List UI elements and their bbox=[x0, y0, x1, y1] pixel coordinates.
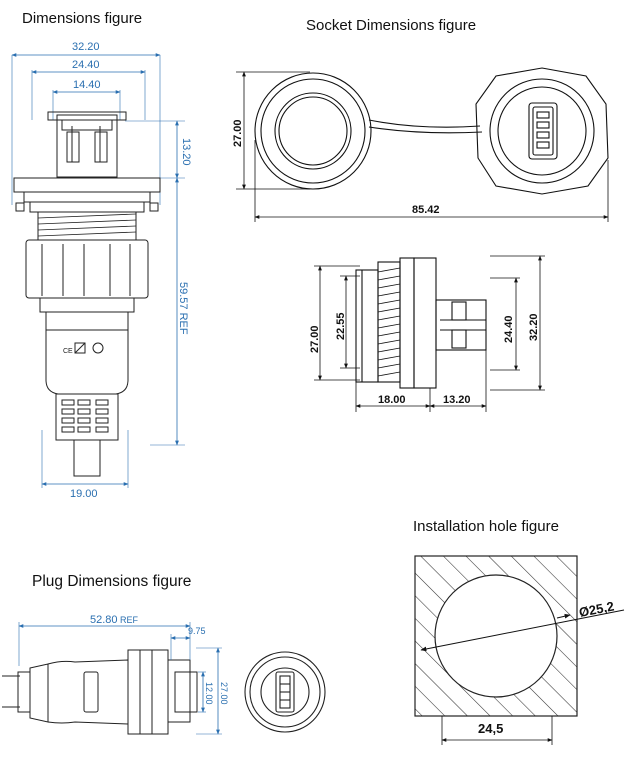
dim-32-20: 32.20 bbox=[72, 41, 100, 53]
dim-13-20: 13.20 bbox=[180, 138, 192, 166]
dim-59-57-ref: 59.57 REF bbox=[177, 282, 189, 335]
installation-hole bbox=[414, 555, 625, 745]
socket-side-22-55: 22.55 bbox=[335, 312, 347, 340]
plug-dimensions-title: Plug Dimensions figure bbox=[32, 573, 192, 590]
dim-14-40: 14.40 bbox=[73, 79, 101, 91]
socket-side-27-00: 27.00 bbox=[309, 325, 321, 353]
plug-dim-12-00: 12.00 bbox=[204, 682, 214, 705]
plug-front-view bbox=[244, 651, 326, 733]
socket-side-32-20: 32.20 bbox=[528, 313, 540, 341]
plug-dim-27-00: 27.00 bbox=[219, 682, 229, 705]
socket-side-24-40: 24.40 bbox=[503, 315, 515, 343]
ce-mark: CE bbox=[63, 348, 73, 355]
dimensions-figure: CE bbox=[11, 53, 185, 488]
plug-side-view bbox=[2, 649, 198, 735]
socket-side-view bbox=[355, 257, 487, 389]
dimensions-figure-title: Dimensions figure bbox=[22, 10, 143, 27]
plug-dim-ref-suffix: REF bbox=[120, 615, 139, 625]
dim-24-40: 24.40 bbox=[72, 59, 100, 71]
plug-dim-9-75: 9.75 bbox=[188, 626, 206, 636]
socket-front-view bbox=[254, 67, 609, 195]
socket-side-18-00: 18.00 bbox=[378, 394, 406, 406]
hole-diameter: Ø25,2 bbox=[578, 598, 616, 619]
socket-side-13-20: 13.20 bbox=[443, 394, 471, 406]
socket-dim-85-42: 85.42 bbox=[412, 204, 440, 216]
plug-dim-52-80: 52.80 bbox=[90, 614, 118, 626]
hole-width: 24,5 bbox=[478, 721, 503, 736]
socket-dim-27-00: 27.00 bbox=[232, 119, 244, 147]
socket-dimensions-title: Socket Dimensions figure bbox=[306, 17, 477, 34]
dim-19-00: 19.00 bbox=[70, 488, 98, 500]
installation-hole-title: Installation hole figure bbox=[413, 518, 559, 535]
